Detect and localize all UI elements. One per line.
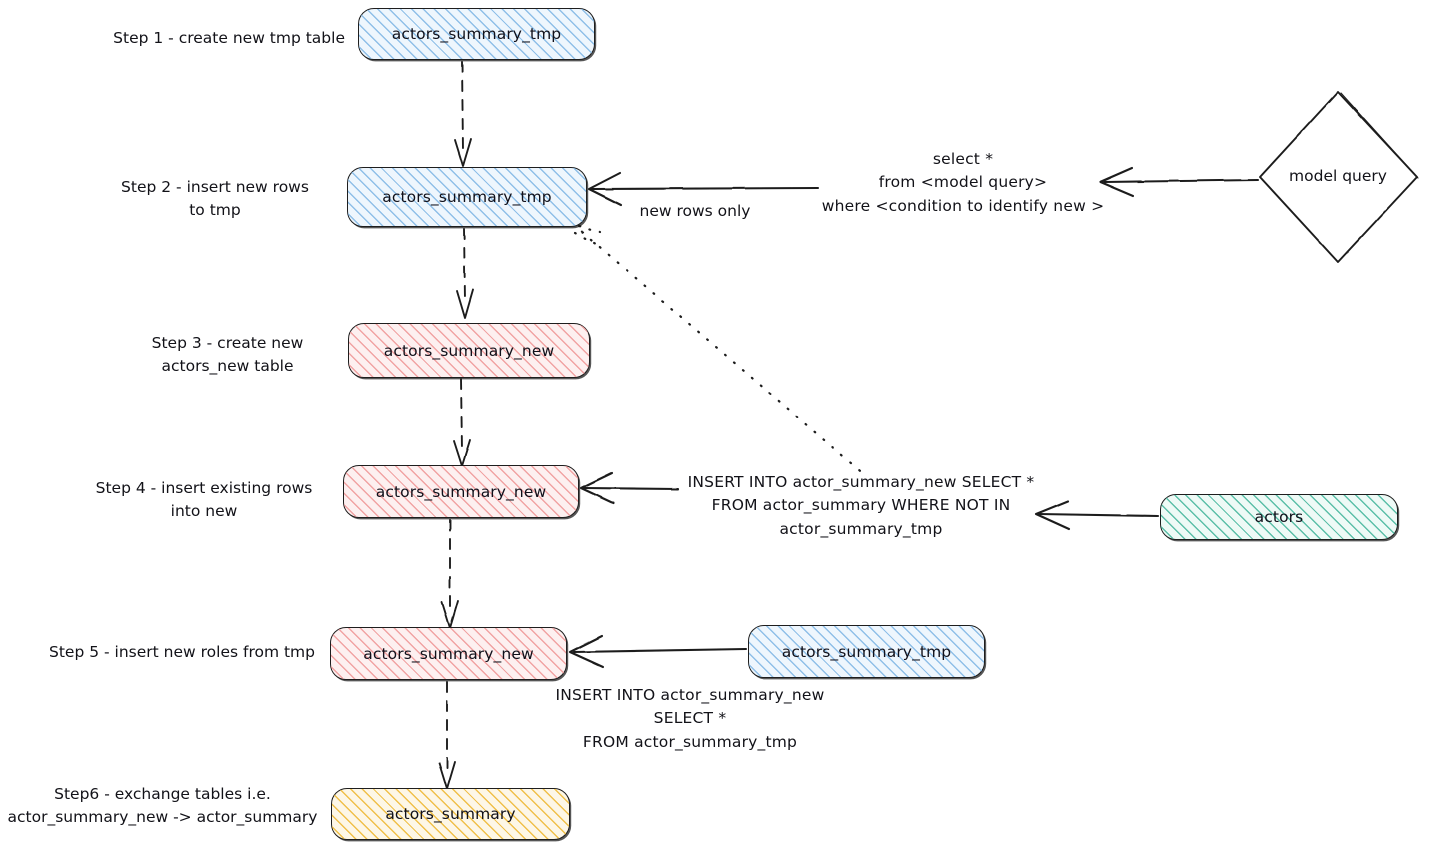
annotation-insert-existing-sql: INSERT INTO actor_summary_new SELECT * F… [687,473,1035,538]
edge-newrows-to-step2 [587,171,820,207]
node-label: actors_summary [385,805,516,823]
edge-sql-to-step4 [579,471,680,505]
hatch-fill [332,789,569,839]
edge-step1-to-step2 [454,61,472,167]
step-2-caption: Step 2 - insert new rows to tmp [121,178,309,220]
step-3-caption: Step 3 - create new actors_new table [151,334,304,376]
node-label: actors [1254,508,1304,526]
node-actors-summary-new-step4[interactable]: actors_summary_new [343,465,579,518]
hatch-fill [348,168,586,226]
node-model-query-shape [1259,91,1418,263]
node-model-query-label: model query [1289,167,1387,185]
step-1-caption: Step 1 - create new tmp table [113,29,345,47]
node-label: actors_summary_tmp [382,188,552,206]
hatch-fill [344,466,578,517]
step-5-caption: Step 5 - insert new roles from tmp [49,643,315,661]
annotation-insert-new-roles-sql: INSERT INTO actor_summary_new SELECT * F… [555,686,825,751]
step-4-caption: Step 4 - insert existing rows into new [95,479,313,521]
node-label: actors_summary_tmp [781,642,952,661]
node-label: actors_summary_new [363,644,534,663]
node-actors-source[interactable]: actors [1160,494,1398,540]
node-label: actors_summary_new [375,482,547,501]
hatch-fill [1161,495,1397,539]
annotation-model-query-sql: select * from <model query> where <condi… [821,150,1105,215]
node-actors-summary-new-step3[interactable]: actors_summary_new [348,323,590,378]
hatch-fill [749,626,984,677]
node-actors-summary-tmp-step1[interactable]: actors_summary_tmp [358,8,595,60]
edge-actors-to-sql4 [1034,499,1160,531]
node-actors-summary-tmp-side[interactable]: actors_summary_tmp [748,625,985,678]
edge-modelquery-to-sql [1098,166,1260,198]
hatch-fill [359,9,594,59]
node-label: actors_summary_tmp [391,25,562,43]
edge-step2-dotted-to-step4-sql [571,222,868,478]
edge-step2-to-step3 [456,228,474,319]
edge-tmpside-to-step5 [568,634,748,669]
step-6-caption: Step6 - exchange tables i.e. actor_summa… [7,785,318,827]
hatch-fill [331,628,566,679]
node-actors-summary-new-step5[interactable]: actors_summary_new [330,627,567,680]
node-actors-summary-tmp-step2[interactable]: actors_summary_tmp [347,167,587,227]
annotation-new-rows-only: new rows only [639,202,751,220]
node-actors-summary-final[interactable]: actors_summary [331,788,570,840]
hatch-fill [349,324,589,377]
node-label: actors_summary_new [383,341,555,360]
